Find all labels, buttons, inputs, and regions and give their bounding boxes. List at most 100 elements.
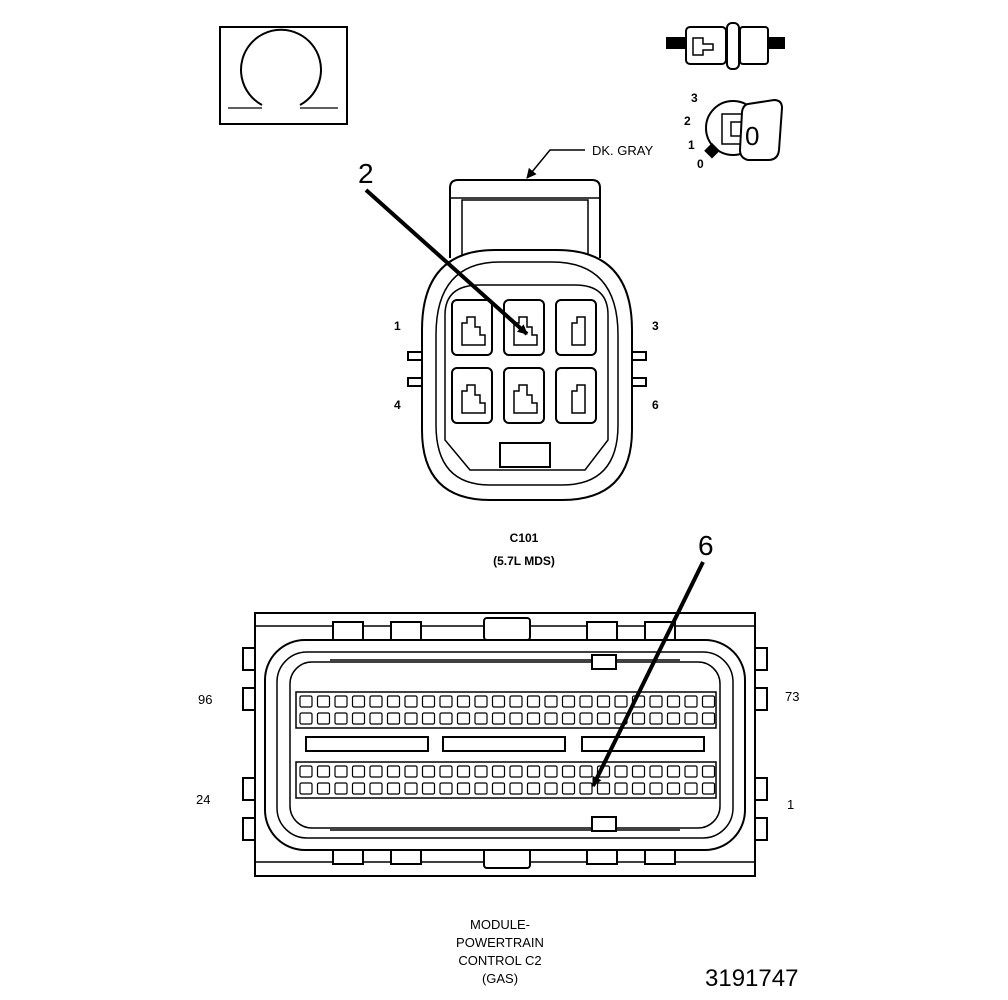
pin-cavity: [631, 765, 646, 778]
pcm-title-line-1: MODULE-: [470, 917, 530, 932]
pin-cavity: [386, 782, 401, 795]
pin-cavity: [631, 782, 646, 795]
pin-cavity: [509, 765, 523, 778]
pin-cavity: [631, 712, 646, 725]
pcm-title: MODULE- POWERTRAIN CONTROL C2 (GAS): [456, 917, 544, 986]
pin-cavity: [614, 695, 628, 708]
pin-cavity: [474, 782, 488, 795]
pin-cavity: [299, 782, 313, 795]
figure-number: 3191747: [705, 965, 798, 992]
pin-cavity: [614, 765, 628, 778]
wire-color-leader: [526, 149, 585, 179]
pcm-title-line-4: (GAS): [482, 971, 518, 986]
key-number-label: 0: [745, 121, 759, 151]
pin-cavity: [351, 782, 366, 795]
pin-cavity: [369, 712, 383, 725]
pcm-c2-connector: [242, 612, 768, 877]
pin-cavity: [526, 765, 541, 778]
pcm-c2-pin-grid: [299, 695, 716, 795]
pin-cavity: [456, 695, 471, 708]
pin-cavity: [316, 712, 331, 725]
pin-cavity: [316, 765, 331, 778]
c101-pin-3-label: 3: [652, 319, 659, 333]
pcm-pin-73-label: 73: [785, 689, 799, 704]
pin-cavity: [369, 782, 383, 795]
c101-name: C101: [510, 531, 539, 545]
pin-cavity: [351, 765, 366, 778]
pin-cavity: [404, 695, 418, 708]
c101-pin-1-label: 1: [394, 319, 401, 333]
pin-cavity: [579, 782, 593, 795]
pin-cavity: [666, 765, 681, 778]
pin-cavity: [439, 712, 453, 725]
pin-cavity: [579, 695, 593, 708]
pin-cavity: [456, 712, 471, 725]
pin-cavity: [334, 765, 348, 778]
callout-6-arrow: [591, 561, 705, 787]
pin-cavity: [596, 712, 611, 725]
pin-cavity: [421, 782, 436, 795]
terminal-view-icon: [219, 26, 348, 125]
pin-cavity: [491, 712, 506, 725]
pin-cavity: [701, 782, 716, 795]
pin-cavity: [404, 782, 418, 795]
pin-cavity: [701, 712, 716, 725]
pin-cavity: [299, 712, 313, 725]
pcm-pin-24-label: 24: [196, 792, 210, 807]
pin-cavity: [456, 765, 471, 778]
pin-cavity: [439, 765, 453, 778]
level-label-2: 2: [684, 114, 691, 128]
pin-cavity: [316, 782, 331, 795]
pin-cavity: [351, 712, 366, 725]
pin-cavity: [299, 765, 313, 778]
pin-cavity: [544, 712, 558, 725]
pin-cavity: [351, 695, 366, 708]
c101-pin-4-label: 4: [394, 398, 401, 412]
pin-cavity: [334, 712, 348, 725]
pin-cavity: [649, 765, 663, 778]
pin-cavity: [561, 695, 576, 708]
key-level-icon: [704, 98, 784, 161]
pin-cavity: [701, 695, 716, 708]
pin-cavity: [439, 782, 453, 795]
pin-cavity: [561, 782, 576, 795]
pcm-title-line-2: POWERTRAIN: [456, 935, 544, 950]
pin-cavity: [649, 695, 663, 708]
pin-cavity: [526, 782, 541, 795]
pin-cavity: [509, 712, 523, 725]
pin-cavity: [491, 695, 506, 708]
pin-cavity: [526, 712, 541, 725]
pin-cavity: [439, 695, 453, 708]
pin-cavity: [596, 782, 611, 795]
level-label-3: 3: [691, 91, 698, 105]
pin-cavity: [666, 695, 681, 708]
pin-cavity: [596, 695, 611, 708]
pin-cavity: [614, 782, 628, 795]
pcm-pin-96-label: 96: [198, 692, 212, 707]
pin-cavity: [456, 782, 471, 795]
pin-cavity: [701, 765, 716, 778]
pin-cavity: [684, 712, 698, 725]
c101-subname: (5.7L MDS): [493, 554, 555, 568]
level-label-0: 0: [697, 157, 704, 171]
pin-cavity: [684, 695, 698, 708]
pin-cavity: [649, 712, 663, 725]
pin-cavity: [561, 712, 576, 725]
pin-cavity: [386, 712, 401, 725]
pin-cavity: [684, 782, 698, 795]
callout-6-label: 6: [698, 530, 714, 561]
pin-cavity: [299, 695, 313, 708]
pin-cavity: [421, 765, 436, 778]
pin-cavity: [474, 695, 488, 708]
pin-cavity: [509, 695, 523, 708]
pin-cavity: [421, 695, 436, 708]
pin-cavity: [579, 765, 593, 778]
pin-cavity: [526, 695, 541, 708]
pin-cavity: [509, 782, 523, 795]
pin-cavity: [421, 712, 436, 725]
connector-plug-icon: [666, 22, 785, 70]
pin-cavity: [649, 782, 663, 795]
pin-cavity: [386, 765, 401, 778]
pin-cavity: [579, 712, 593, 725]
